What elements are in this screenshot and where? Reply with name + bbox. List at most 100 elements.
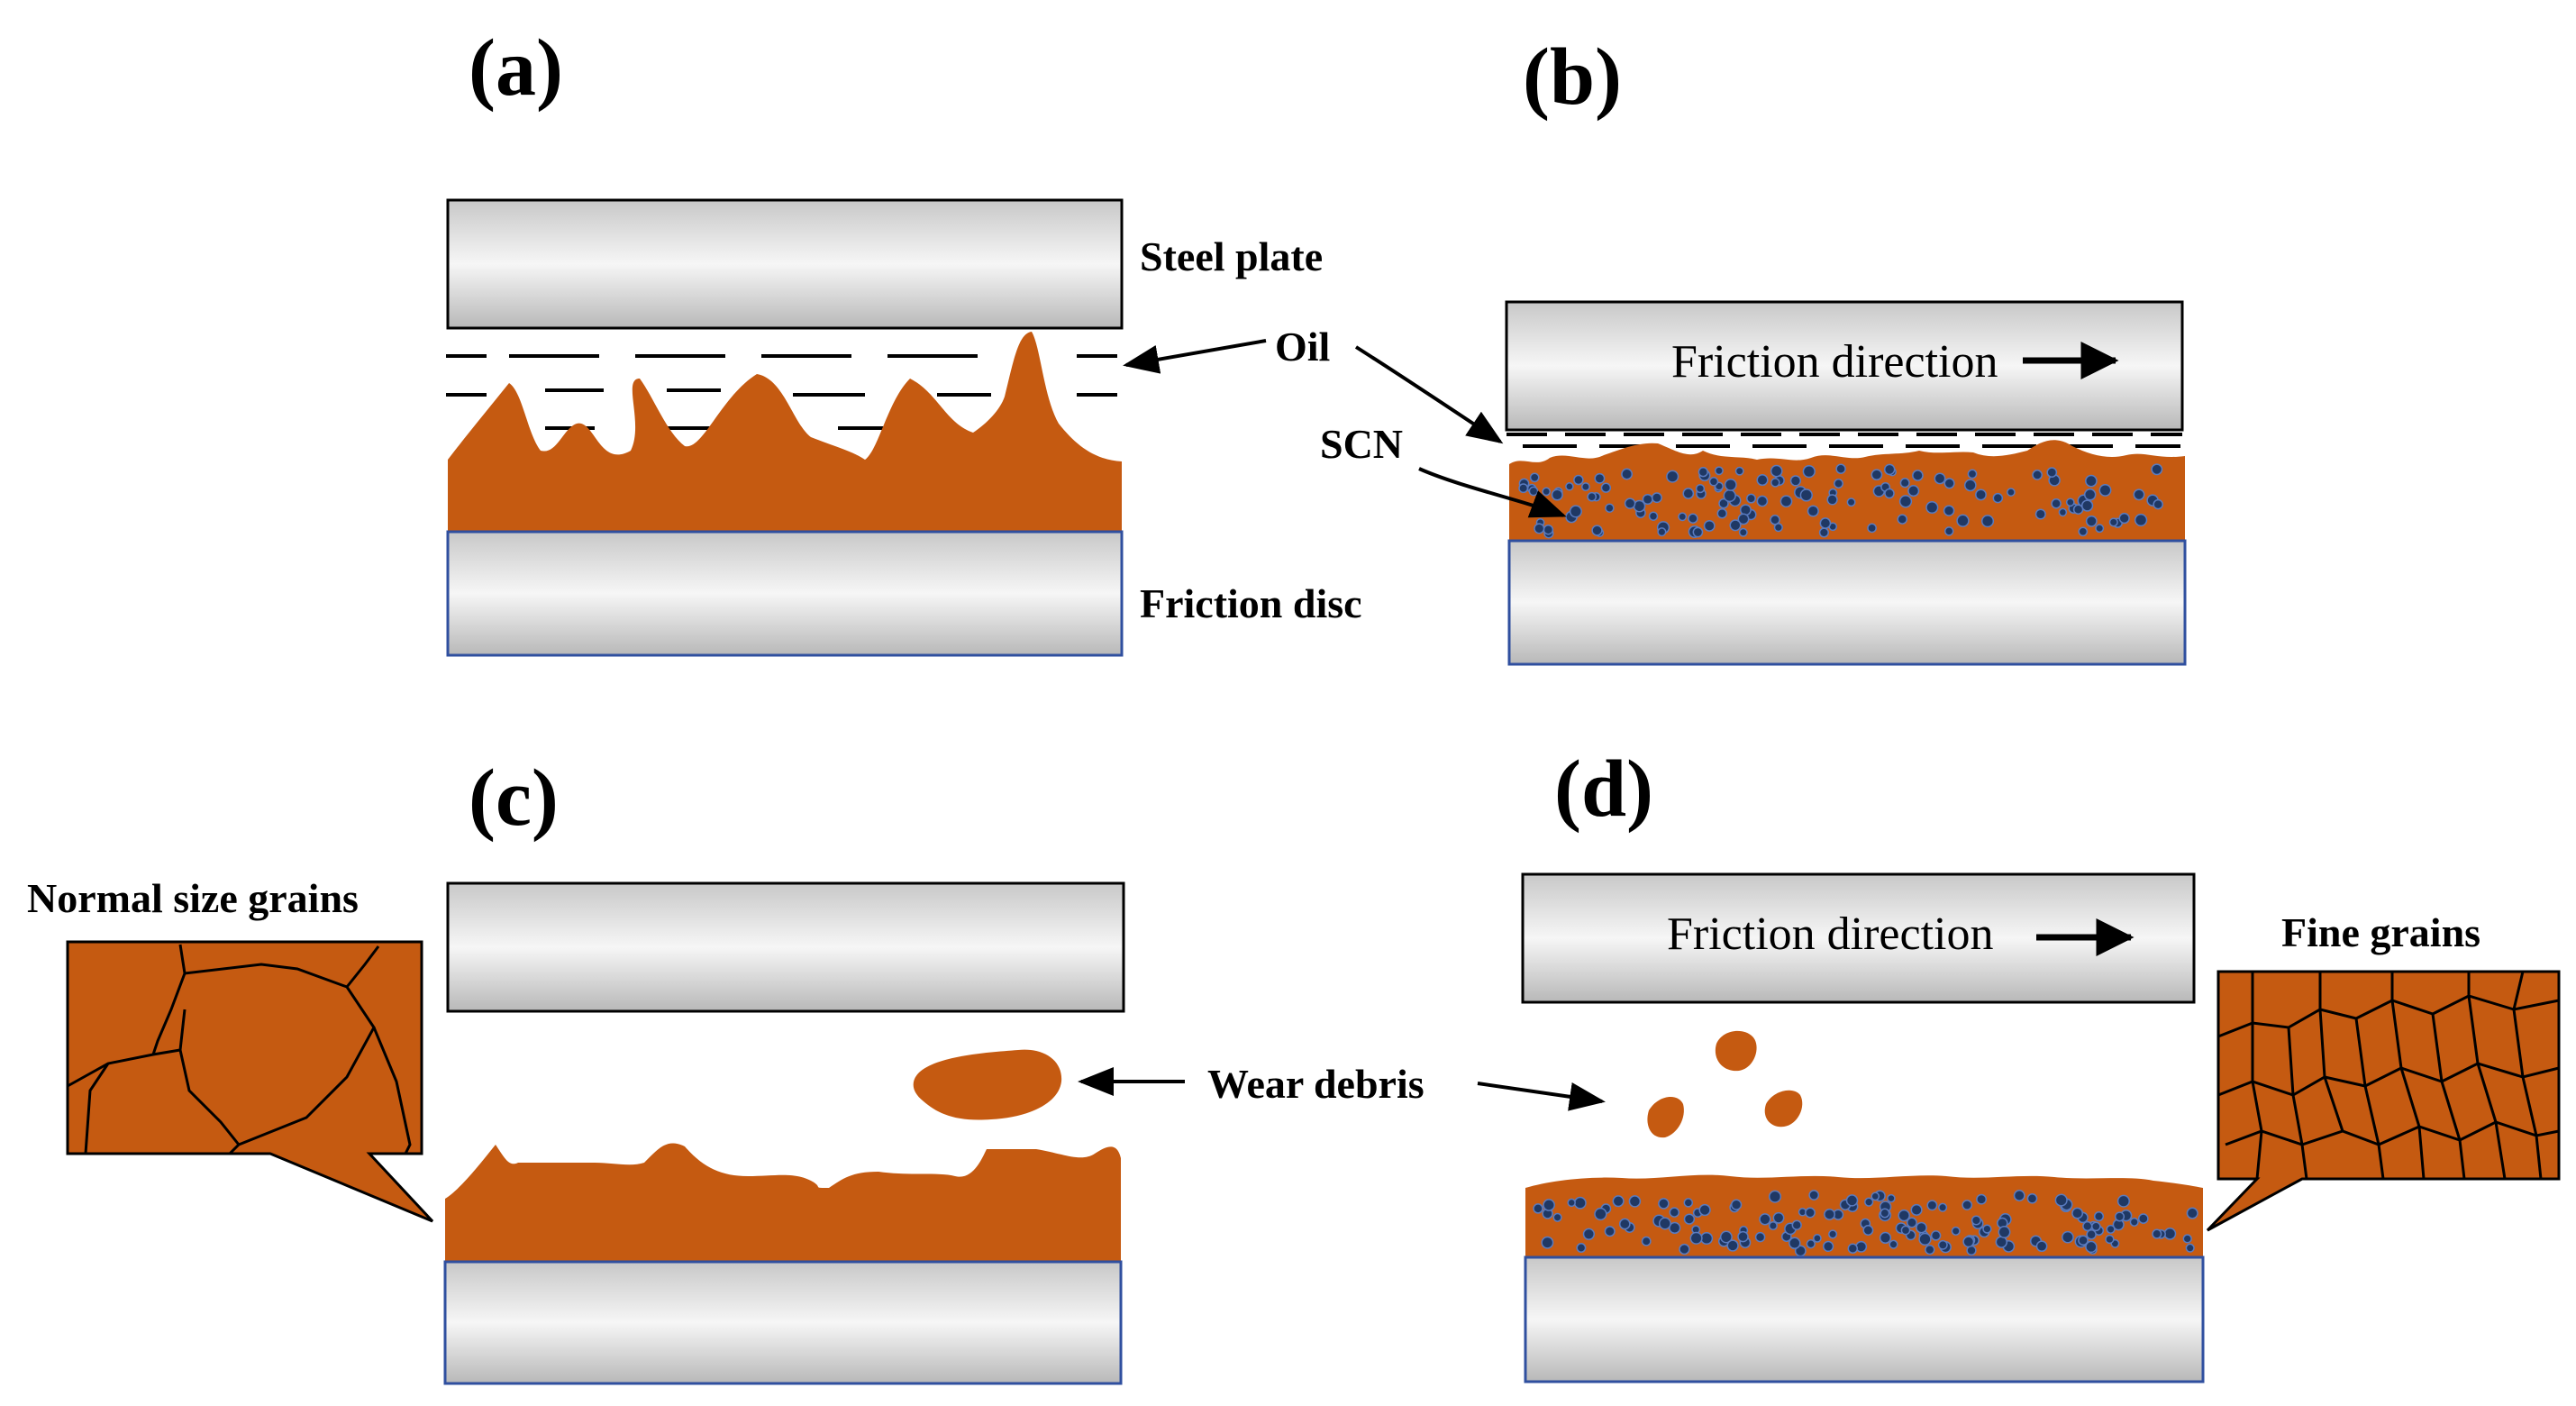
scn-particle	[1971, 1215, 1981, 1226]
scn-particle	[1791, 1219, 1802, 1230]
scn-particle	[1897, 514, 1908, 525]
scn-particle	[1573, 1196, 1587, 1210]
scn-particle	[1899, 478, 1910, 488]
scn-particle	[1658, 1217, 1671, 1230]
scn-particle	[1818, 527, 1829, 538]
scn-particle	[2095, 524, 2105, 534]
scn-particle	[1573, 474, 1584, 486]
scn-particle	[1737, 513, 1750, 525]
wear-debris-particle	[1647, 1096, 1684, 1138]
scn-particle	[1612, 1195, 1625, 1208]
scn-particle	[1746, 493, 1756, 504]
scn-particle	[1624, 498, 1636, 509]
scn-particle	[1604, 1226, 1616, 1237]
scn-particle	[1587, 491, 1597, 502]
panel-b: Friction direction	[1505, 300, 2187, 666]
scn-particle	[2071, 1207, 2084, 1219]
scn-particle	[1925, 500, 1939, 515]
panel-label-c: (c)	[469, 753, 559, 843]
scn-particle	[1808, 1190, 1820, 1201]
scn-particle	[1582, 1228, 1596, 1240]
panel-label-d: (d)	[1554, 744, 1653, 834]
scn-particle	[1828, 1229, 1838, 1239]
scn-particle	[1768, 1220, 1778, 1231]
scn-particle	[2093, 1211, 2105, 1222]
scn-particle	[1543, 1199, 1555, 1211]
panel-d: Friction direction	[1521, 872, 2205, 1383]
scn-particle	[1819, 517, 1832, 529]
scn-arrow	[1418, 467, 1567, 518]
scn-particle	[1980, 515, 1995, 528]
scn-particle	[2182, 1234, 2192, 1244]
scn-particle	[1826, 494, 1838, 506]
scn-particle	[1822, 1240, 1834, 1253]
scn-particle	[1723, 488, 1736, 503]
scn-particle	[2051, 498, 2062, 509]
scn-particle	[1682, 488, 1695, 499]
scn-particle	[1591, 525, 1603, 536]
scn-particle	[1692, 526, 1704, 538]
scn-label: SCN	[1320, 421, 1403, 467]
scn-particle	[1628, 1195, 1642, 1208]
scn-particle	[1937, 1239, 1948, 1250]
scn-particle	[1930, 1230, 1942, 1241]
grain-boundaries	[2217, 971, 2560, 1180]
scn-particle	[1734, 466, 1744, 476]
scn-particle	[2114, 1211, 2125, 1222]
scn-particle	[1906, 1217, 1917, 1228]
scn-particle	[1963, 479, 1977, 492]
scn-particle	[2151, 463, 2163, 476]
scn-particles	[1518, 463, 2163, 539]
wear-debris-particle	[1764, 1090, 1803, 1128]
scn-particle	[1683, 1213, 1696, 1225]
panel-a	[446, 198, 1124, 657]
friction-disc	[1507, 539, 2187, 666]
scn-particle	[2106, 1224, 2116, 1234]
scn-particle	[1703, 519, 1716, 532]
scn-particle	[1567, 1198, 1576, 1208]
scn-particle	[2134, 513, 2148, 527]
steel-plate	[446, 881, 1125, 1013]
scn-particle	[1565, 482, 1574, 491]
rough-friction-layer	[448, 332, 1122, 532]
scn-particle	[1799, 488, 1813, 502]
scn-particle	[2034, 508, 2046, 520]
scn-particle	[1956, 514, 1970, 527]
scn-particle	[2035, 1240, 2048, 1253]
wear-debris-arrow-right	[1477, 1082, 1606, 1111]
scn-particle	[1770, 464, 1783, 478]
scn-particle	[1900, 1225, 1911, 1236]
scn-particle	[1910, 1203, 1923, 1216]
scn-particle	[1938, 1202, 1948, 1212]
scn-particle	[1618, 1218, 1631, 1230]
scn-particle	[1975, 488, 1987, 501]
scn-particle	[1714, 466, 1724, 476]
scn-particle	[1726, 1239, 1739, 1252]
scn-particle	[2026, 1192, 2038, 1204]
scn-particle	[1768, 1190, 1782, 1203]
scn-particle	[1669, 1207, 1680, 1218]
scn-particle	[1845, 1194, 1859, 1207]
scn-particle	[1770, 515, 1780, 525]
scn-particle	[1789, 1237, 1801, 1250]
scn-particle	[1943, 505, 1955, 516]
wear-debris-particle	[1715, 1030, 1757, 1072]
fine-grains-inset	[2206, 970, 2561, 1232]
scn-particle	[1658, 1198, 1670, 1210]
oil-label: Oil	[1275, 324, 1330, 370]
scn-particle	[1883, 463, 1896, 476]
scn-particle	[1992, 492, 2004, 504]
wear-debris-label: Wear debris	[1207, 1061, 1425, 1107]
scn-particle	[1648, 511, 1659, 521]
scn-particle	[1864, 1197, 1874, 1207]
scn-particle	[1943, 478, 1955, 489]
scn-particle	[1772, 1211, 1785, 1224]
scn-particle	[1541, 1236, 1554, 1249]
oil-arrow-a	[1123, 339, 1267, 374]
normal-grains-label: Normal size grains	[27, 875, 359, 921]
normal-grains-inset	[66, 940, 434, 1223]
scn-particle	[1689, 1231, 1703, 1245]
scn-particle	[2086, 1229, 2097, 1240]
scn-particle	[2137, 1213, 2149, 1224]
scn-particle	[1569, 505, 1582, 518]
